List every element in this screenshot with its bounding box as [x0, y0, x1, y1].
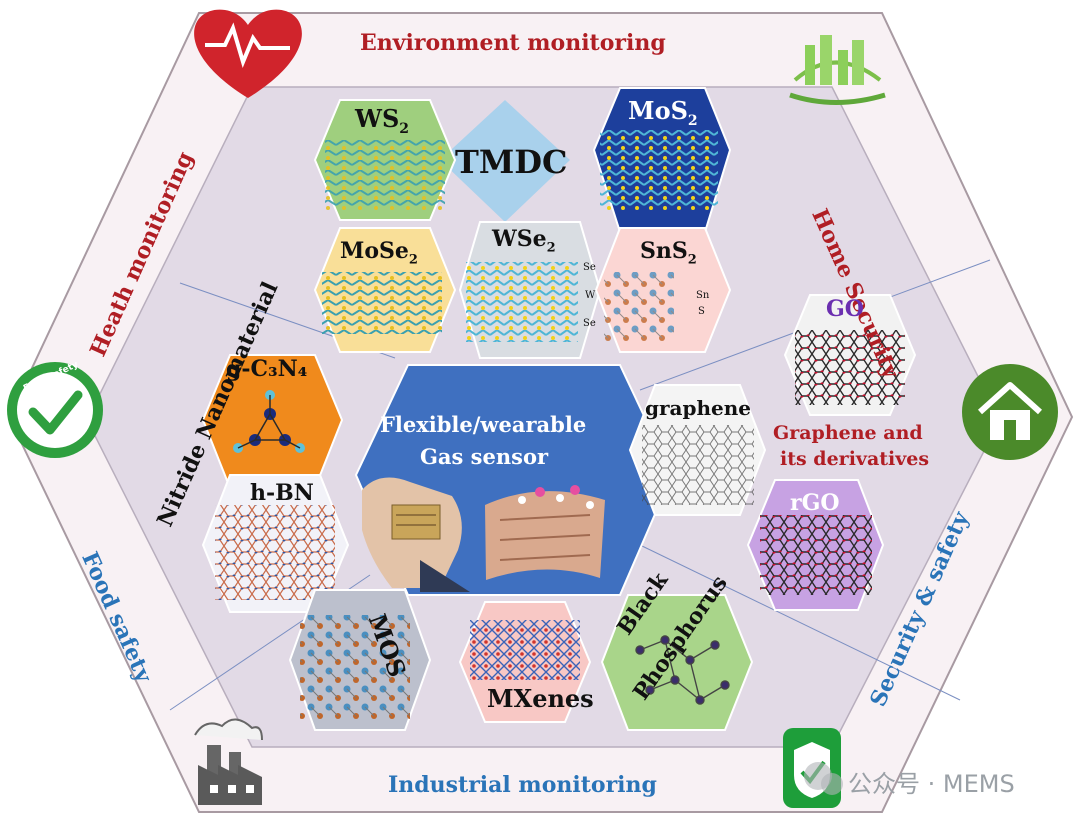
graphene-family-line1: Graphene and [773, 422, 923, 444]
gc3n4-label: g-C₃N₄ [226, 356, 308, 382]
flexible-sensor-image [485, 485, 605, 580]
food-safety-badge-icon [7, 362, 103, 458]
hbn-label: h-BN [250, 480, 314, 506]
mxenes-label: MXenes [487, 684, 594, 713]
wse2-label: WSe2 [492, 226, 556, 256]
factory-icon [194, 718, 263, 805]
sns2-structure [604, 272, 674, 342]
mxenes-structure [470, 620, 580, 680]
center-title-line2: Gas sensor [420, 444, 549, 469]
hbn-structure [215, 505, 335, 600]
rgo-label: rGO [790, 490, 840, 516]
rgo-structure [760, 515, 872, 595]
wse2-se-top-label: Se [583, 262, 596, 273]
watermark-text: 公众号 · MEMS [848, 770, 1015, 798]
sns2-label: SnS2 [640, 238, 697, 268]
ws2-label: WS2 [355, 104, 410, 137]
center-title-line1: Flexible/wearable [380, 412, 587, 437]
black-phosphorus-hexagon [600, 594, 754, 731]
green-city-icon [789, 35, 886, 105]
go-label: GO [826, 296, 864, 322]
industrial-monitoring-label: Industrial monitoring [388, 772, 657, 798]
graphene-structure [642, 425, 754, 505]
wse2-structure [466, 262, 578, 342]
ws2-structure [325, 140, 445, 210]
black-phosphorus-structure [635, 635, 730, 705]
divider-lower-right [639, 544, 961, 701]
environment-monitoring-label: Environment monitoring [360, 30, 666, 56]
gc3n4-structure [233, 390, 305, 453]
tmdc-diamond [440, 100, 570, 222]
heart-icon [194, 9, 302, 98]
mos2-label: MoS2 [628, 96, 698, 129]
wse2-se-bottom-label: Se [583, 318, 596, 329]
graphene-label: graphene [645, 396, 751, 420]
mos-structure [300, 615, 410, 720]
wearable-hand-image [362, 477, 470, 592]
watermark-logo-icon [804, 762, 843, 795]
mos2-structure [600, 130, 718, 210]
sns2-s-label: S [698, 306, 705, 317]
mose2-structure [322, 272, 442, 334]
tmdc-label: TMDC [455, 143, 568, 181]
go-structure [795, 330, 905, 405]
sns2-sn-label: Sn [696, 290, 710, 301]
graphene-family-line2: its derivatives [780, 448, 930, 470]
mose2-label: MoSe2 [340, 238, 418, 268]
wse2-w-label: W [585, 290, 596, 301]
home-icon [962, 364, 1058, 460]
